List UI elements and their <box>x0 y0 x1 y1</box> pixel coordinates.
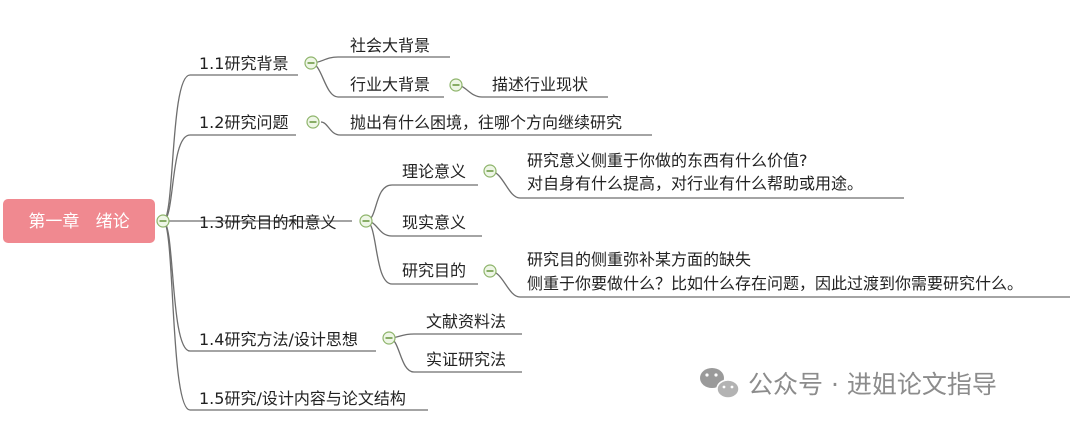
node-1-1-label[interactable]: 1.1研究背景 <box>199 54 288 73</box>
node-industry-status-label[interactable]: 描述行业现状 <box>492 75 588 94</box>
collapse-toggle-purpose[interactable] <box>483 264 497 278</box>
node-literature-method-label[interactable]: 文献资料法 <box>426 312 506 331</box>
connector-root-s2 <box>162 134 296 222</box>
connector-s2-c1 <box>320 121 652 136</box>
mindmap-connectors <box>162 56 1070 411</box>
node-theory-note-line-2[interactable]: 对自身有什么提高，对行业有什么帮助或用途。 <box>527 174 863 193</box>
node-1-5-label[interactable]: 1.5研究/设计内容与论文结构 <box>199 389 406 408</box>
node-research-problem-detail-label[interactable]: 抛出有什么困境，往哪个方向继续研究 <box>350 113 622 132</box>
node-1-2-label[interactable]: 1.2研究问题 <box>199 113 288 132</box>
node-1-3-label[interactable]: 1.3研究目的和意义 <box>199 213 336 232</box>
node-empirical-method-label[interactable]: 实证研究法 <box>426 350 506 369</box>
node-purpose-note-line-2[interactable]: 侧重于你要做什么？比如什么存在问题，因此过渡到你需要研究什么。 <box>527 274 1023 293</box>
collapse-toggle-root[interactable] <box>156 214 170 228</box>
node-1-4-label[interactable]: 1.4研究方法/设计思想 <box>199 330 358 349</box>
connector-root-s1 <box>162 74 298 222</box>
collapse-toggle-1-4[interactable] <box>382 331 396 345</box>
root-node-box <box>3 199 155 243</box>
node-industry-background-label[interactable]: 行业大背景 <box>350 75 430 94</box>
watermark-text: 公众号 · 进姐论文指导 <box>748 370 997 399</box>
connector-s4-c1 <box>388 333 522 339</box>
connector-s1-c1 <box>310 56 450 64</box>
node-purpose-note-line-1[interactable]: 研究目的侧重弥补某方面的缺失 <box>527 250 751 269</box>
node-research-purpose-label[interactable]: 研究目的 <box>402 261 466 280</box>
node-theory-note-line-1[interactable]: 研究意义侧重于你做的东西有什么价值? <box>527 151 808 170</box>
collapse-toggle-1-2[interactable] <box>306 115 320 129</box>
node-social-background-label[interactable]: 社会大背景 <box>350 36 430 55</box>
collapse-toggle-1-3[interactable] <box>359 214 373 228</box>
root-node[interactable]: 第一章 绪论 <box>3 199 155 243</box>
collapse-toggle-theory[interactable] <box>483 164 497 178</box>
connector-root-s5 <box>162 220 428 411</box>
node-practical-significance-label[interactable]: 现实意义 <box>402 213 466 232</box>
node-theoretical-significance-label[interactable]: 理论意义 <box>402 162 466 181</box>
watermark: 公众号 · 进姐论文指导 <box>700 368 997 399</box>
collapse-toggle-industry[interactable] <box>449 78 463 92</box>
collapse-toggle-1-1[interactable] <box>304 56 318 70</box>
root-node-label: 第一章 绪论 <box>28 212 129 232</box>
wechat-icon <box>700 368 740 399</box>
